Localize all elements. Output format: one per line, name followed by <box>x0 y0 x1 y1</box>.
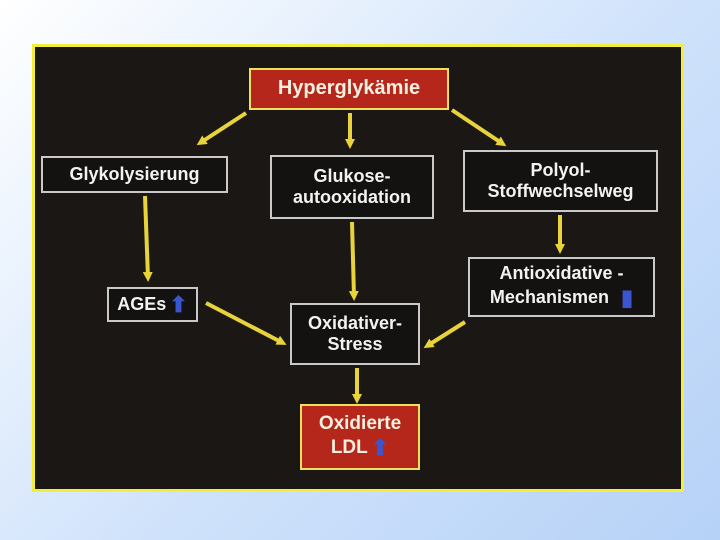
arrow-top-to-polyol <box>450 108 507 147</box>
node-oxidativer-stress: Oxidativer- Stress <box>290 303 420 365</box>
arrow-top-to-glykolysierung <box>196 111 248 146</box>
node-glukose-autooxidation: Glukose- autooxidation <box>270 155 434 219</box>
arrow-glykolysierung-to-ages <box>142 195 153 282</box>
node-polyol-label-1: Polyol- <box>530 159 591 180</box>
node-antioxidative-mechanismen: Antioxidative - Mechanismen ▮ <box>468 257 655 317</box>
node-glukose-label-1: Glukose- <box>313 165 391 186</box>
node-ldl-label-2-row: LDL ⬆ <box>331 435 389 461</box>
node-glukose-label-2: autooxidation <box>293 187 411 207</box>
node-ldl-label-1: Oxidierte <box>318 412 402 434</box>
arrow-antiox-to-stress <box>423 320 467 349</box>
node-polyol-label-2: Stoffwechselweg <box>487 181 634 201</box>
node-hyperglykaemie-label: Hyperglykämie <box>277 77 421 100</box>
node-antiox-label-2: Mechanismen <box>489 287 609 307</box>
node-antiox-label-2-row: Mechanismen ▮ <box>490 285 633 311</box>
node-stress-label-1: Oxidativer- <box>307 312 403 333</box>
node-ages-label: AGEs <box>117 293 167 314</box>
up-arrow-icon: ⬆ <box>169 291 188 317</box>
arrow-ages-to-stress <box>205 301 287 345</box>
node-hyperglykaemie: Hyperglykämie <box>249 68 449 110</box>
up-arrow-icon: ⬆ <box>370 435 390 461</box>
node-ages: AGEs ⬆ <box>107 287 198 322</box>
node-oxidierte-ldl: Oxidierte LDL ⬆ <box>300 404 420 470</box>
node-glykolysierung-label: Glykolysierung <box>69 163 200 184</box>
arrow-glukose-to-stress <box>348 221 359 301</box>
down-bar-icon: ▮ <box>620 284 634 310</box>
node-polyol-stoffwechselweg: Polyol- Stoffwechselweg <box>463 150 658 212</box>
node-antiox-label-1: Antioxidative - <box>499 263 624 284</box>
node-stress-label-2: Stress <box>327 334 383 354</box>
node-ldl-label-2: LDL <box>330 436 368 458</box>
node-glykolysierung: Glykolysierung <box>41 156 228 193</box>
